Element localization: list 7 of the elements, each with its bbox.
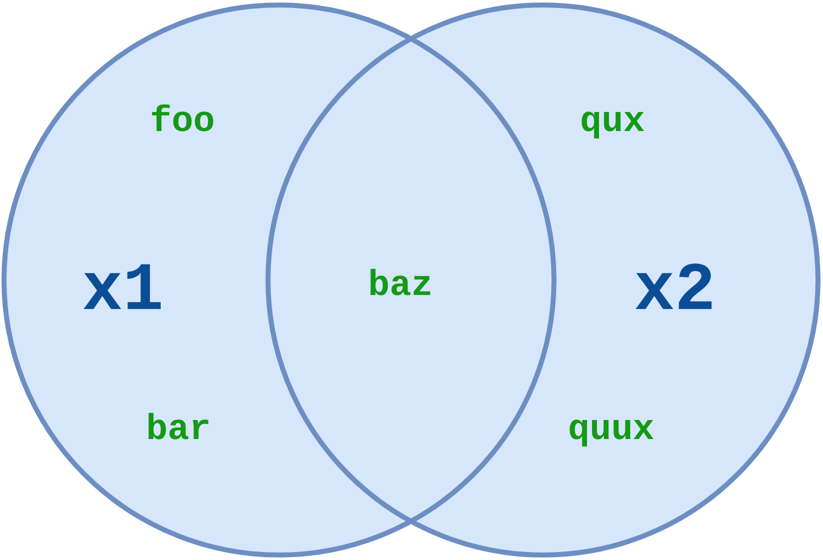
set-name: x1 bbox=[82, 258, 164, 326]
set-name: x2 bbox=[634, 258, 716, 326]
set-element-label: foo bbox=[150, 104, 215, 140]
set-element-label: qux bbox=[580, 104, 645, 140]
set-element-label: bar bbox=[146, 412, 211, 448]
set-element-label: baz bbox=[368, 268, 433, 304]
set-element-label: quux bbox=[568, 412, 654, 448]
